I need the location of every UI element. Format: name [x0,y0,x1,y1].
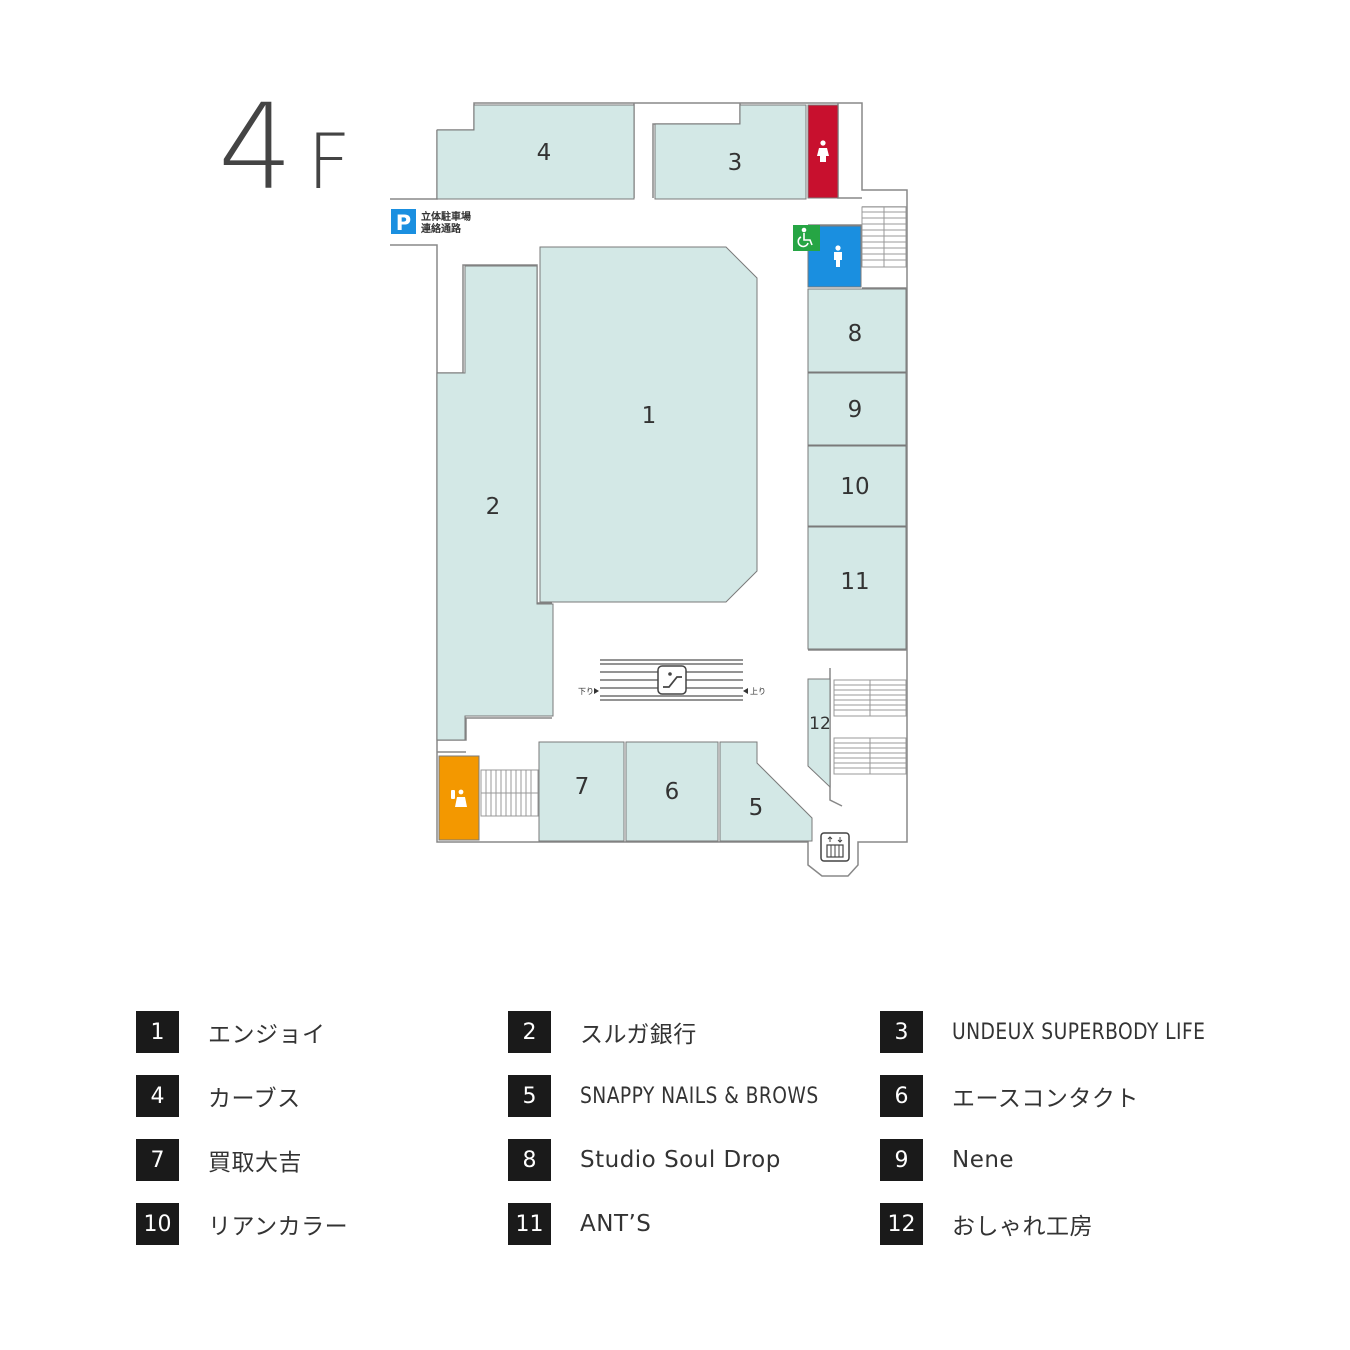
tenant-space-9 [807,372,907,446]
escalator-down-label: 下り [578,687,594,696]
tenant-space-8 [807,288,907,373]
tenant-label-8: 8 [848,321,863,347]
tenant-space-12 [807,678,831,789]
legend-number: 1 [136,1011,179,1053]
legend-number: 4 [136,1075,179,1117]
tenant-label-3: 3 [728,150,743,176]
tenant-label-10: 10 [840,474,869,500]
stairs [480,206,907,817]
tenant-space-6 [625,741,719,842]
legend-item-10[interactable]: 10 リアンカラー [136,1203,348,1245]
legend-number: 8 [508,1139,551,1181]
legend-item-2[interactable]: 2 スルガ銀行 [508,1011,697,1053]
tenant-label-5: 5 [749,795,764,821]
tenant-label-9: 9 [848,397,863,423]
tenant-space-3 [654,104,807,200]
legend-name: Studio Soul Drop [580,1147,781,1173]
legend-name: 買取大吉 [208,1150,302,1176]
legend-item-12[interactable]: 12 おしゃれ工房 [880,1203,1093,1245]
parking-line1: 立体駐車場 [421,210,471,223]
parking-sign: P 立体駐車場 連絡通路 [391,209,471,235]
floor-number: 4 [218,78,294,216]
legend-name: UNDEUX SUPERBODY LIFE [952,1019,1206,1045]
tenant-label-11: 11 [840,569,869,595]
legend-number: 12 [880,1203,923,1245]
stairs-bottom-left [480,769,539,817]
legend-number: 11 [508,1203,551,1245]
legend-name: ANT’S [580,1211,652,1237]
stairs-top-right [861,206,907,268]
elevator-icon [820,832,850,862]
legend-name: SNAPPY NAILS & BROWS [580,1083,819,1109]
floor-unit: F [307,117,351,206]
tenant-space-7 [538,741,625,842]
legend-number: 9 [880,1139,923,1181]
accessible-restroom [793,225,820,251]
tenant-space-11 [807,526,907,650]
womens-restroom-icon [817,140,829,162]
tenant-space-4 [436,104,635,200]
legend-number: 7 [136,1139,179,1181]
tenant-labels: 1 2 3 4 5 6 7 8 9 10 11 12 [486,140,870,821]
parking-line2: 連絡通路 [421,222,462,235]
legend-item-5[interactable]: 5 SNAPPY NAILS & BROWS [508,1075,861,1117]
legend-number: 10 [136,1203,179,1245]
tenant-label-7: 7 [575,774,590,800]
escalator-up-label: 上り [750,687,766,696]
escalator: 下り 上り [578,659,766,701]
wheelchair-icon [797,227,813,248]
escalator-icon [657,665,687,695]
legend-item-8[interactable]: 8 Studio Soul Drop [508,1139,781,1181]
nursing-room-icon [451,789,467,807]
legend-name: スルガ銀行 [580,1022,697,1048]
legend-item-7[interactable]: 7 買取大吉 [136,1139,302,1181]
tenant-space-1 [539,246,758,603]
legend-item-9[interactable]: 9 Nene [880,1139,1014,1181]
mens-restroom-icon [834,245,842,267]
legend-number: 6 [880,1075,923,1117]
tenant-label-12: 12 [809,714,831,734]
legend-name: カーブス [208,1086,301,1112]
stairs-right-lower [833,737,907,775]
legend-name: Nene [952,1147,1015,1173]
tenant-space-5 [719,741,813,842]
legend-item-1[interactable]: 1 エンジョイ [136,1011,326,1053]
legend-number: 3 [880,1011,923,1053]
legend-item-4[interactable]: 4 カーブス [136,1075,301,1117]
legend-number: 2 [508,1011,551,1053]
tenant-spaces [436,104,907,842]
stairs-right-upper [833,679,907,717]
legend-name: エンジョイ [208,1022,326,1048]
legend-number: 5 [508,1075,551,1117]
legend-name: おしゃれ工房 [952,1214,1093,1240]
tenant-label-2: 2 [486,494,501,520]
legend-name: リアンカラー [208,1214,349,1240]
tenant-label-1: 1 [642,403,657,429]
floor-map: 下り 上り P 立体駐車場 連絡通路 1 2 3 4 5 6 7 8 9 10 … [390,102,908,877]
legend-name: エースコンタクト [952,1086,1139,1112]
tenant-space-2 [436,265,554,741]
tenant-label-4: 4 [537,140,552,166]
tenant-space-10 [807,445,907,527]
legend-item-6[interactable]: 6 エースコンタクト [880,1075,1139,1117]
legend-item-3[interactable]: 3 UNDEUX SUPERBODY LIFE [880,1011,1250,1053]
tenant-label-6: 6 [665,779,680,805]
parking-symbol: P [396,211,411,235]
legend-item-11[interactable]: 11 ANT’S [508,1203,651,1245]
parking-icon [391,209,416,234]
